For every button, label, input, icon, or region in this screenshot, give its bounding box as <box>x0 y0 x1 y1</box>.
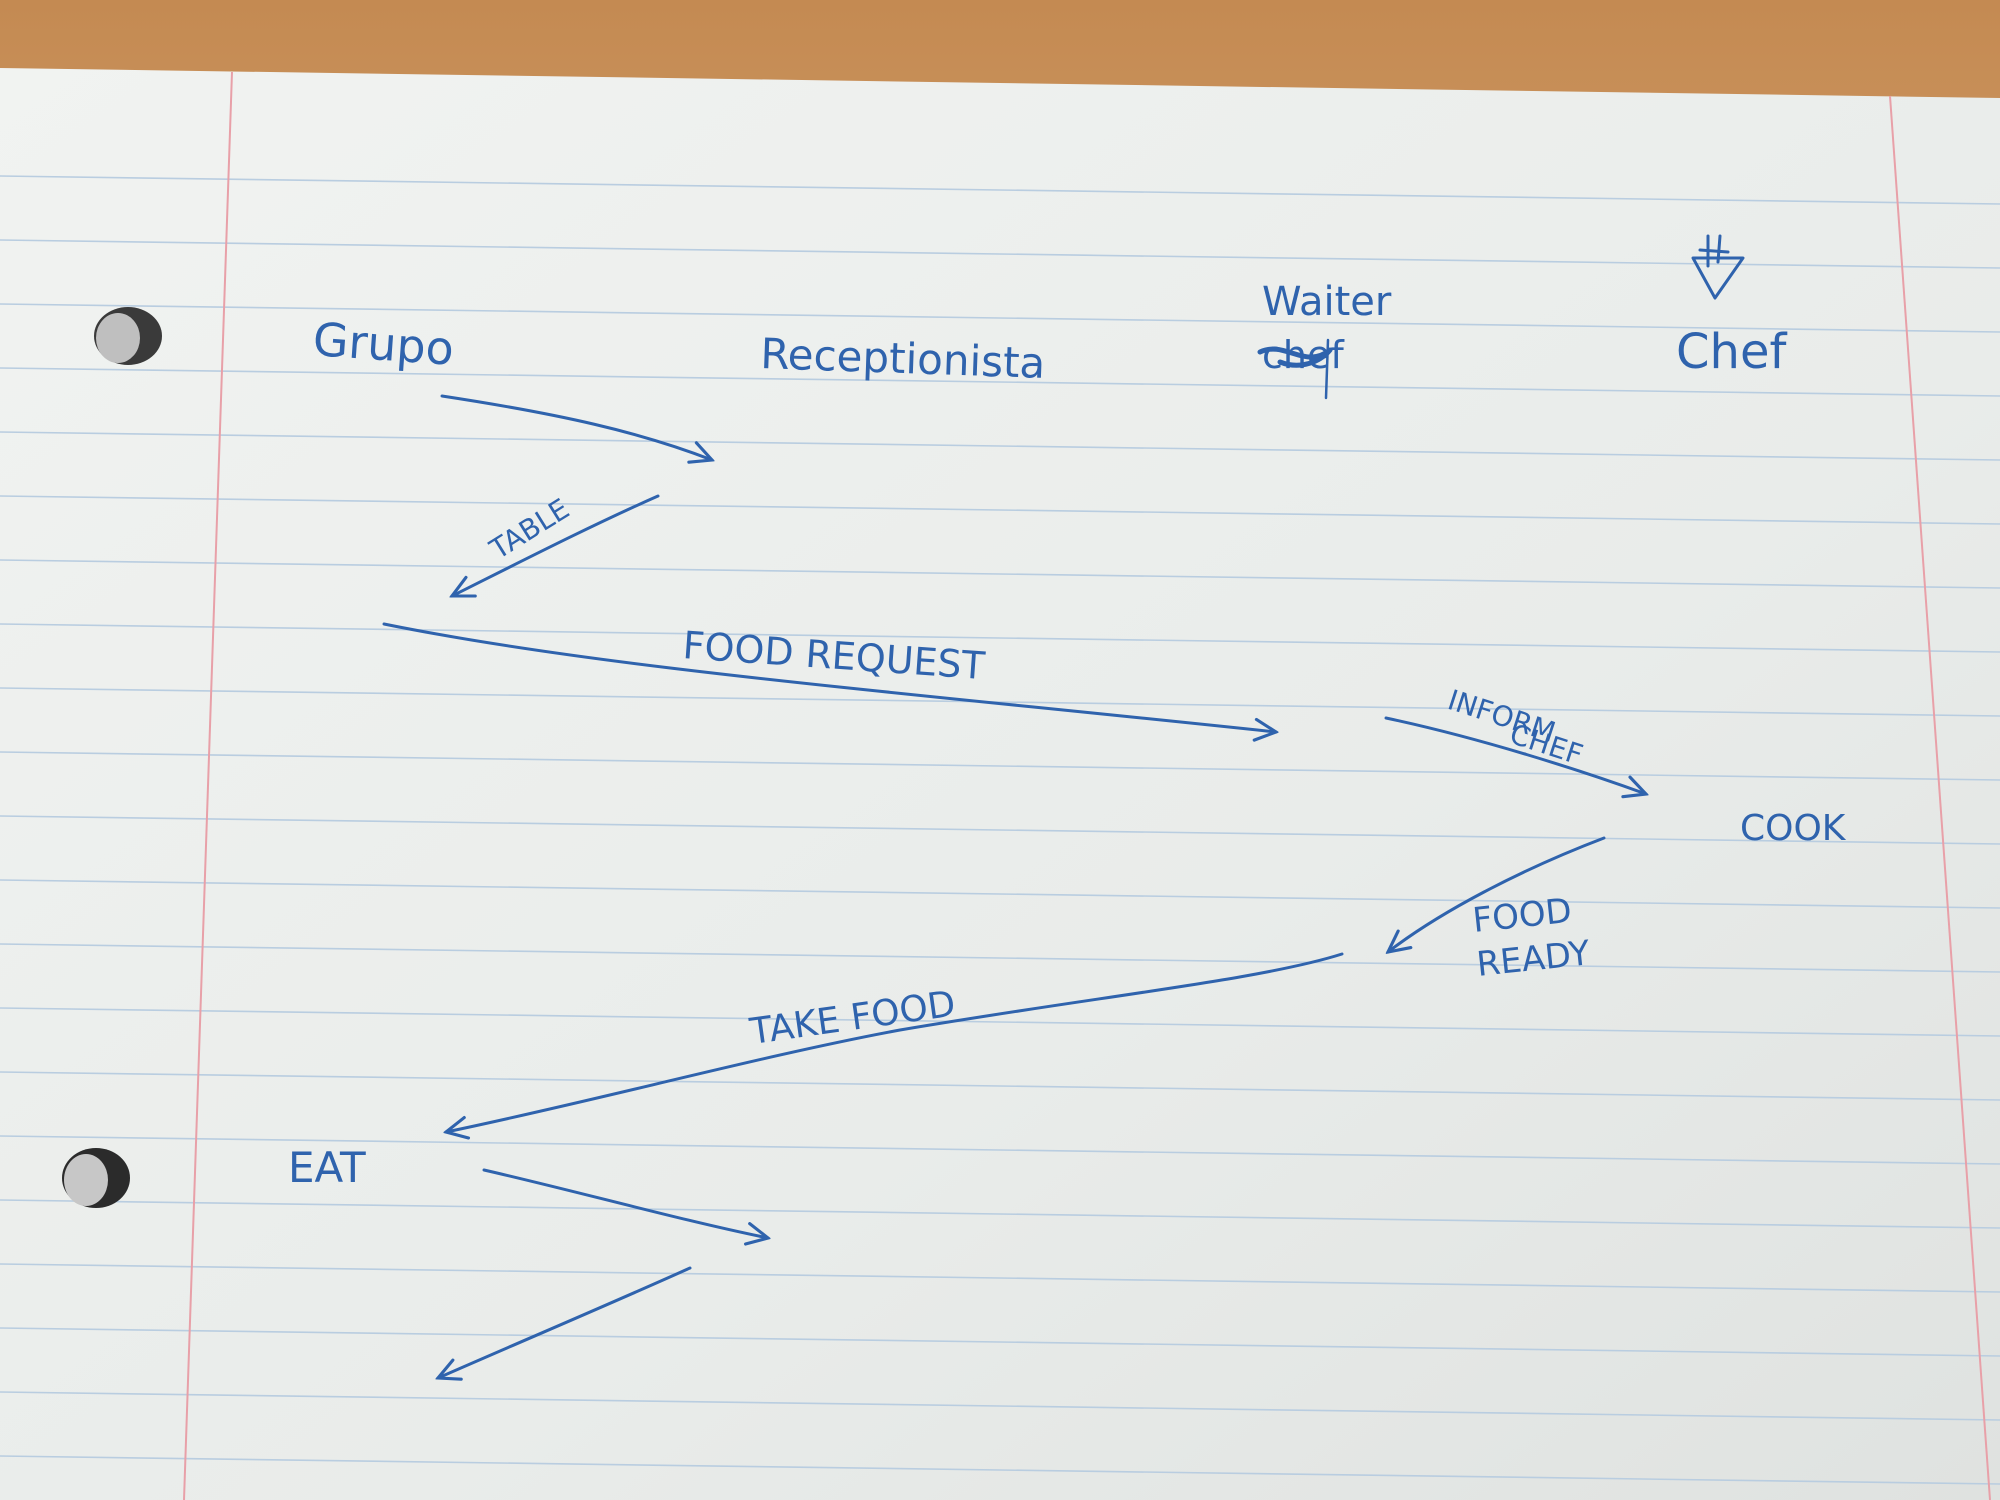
ruled-line <box>0 495 2000 525</box>
ruled-line <box>0 175 2000 205</box>
punch-hole-bottom <box>62 1148 130 1208</box>
ruled-line <box>0 815 2000 845</box>
crossed-out-label: chef <box>1257 333 1345 400</box>
label-cook: COOK <box>1740 808 1847 849</box>
ruled-line <box>0 1327 2000 1357</box>
ruled-line <box>0 751 2000 781</box>
participant-group: Grupo <box>311 312 455 376</box>
ruled-line <box>0 1199 2000 1229</box>
chef-hat-icon <box>1691 234 1745 300</box>
ruled-line <box>0 559 2000 589</box>
ruled-line <box>0 303 2000 333</box>
ruled-line <box>0 687 2000 717</box>
ruled-line <box>0 1135 2000 1165</box>
right-margin-line <box>1889 95 1991 1500</box>
arrow-table <box>452 494 660 596</box>
left-margin-line <box>183 71 233 1500</box>
arrow-group-to-receptionist <box>440 394 712 460</box>
arrow-receptionist-to-group-2 <box>438 1266 692 1378</box>
ruled-line <box>0 431 2000 461</box>
punch-hole-top <box>94 307 162 365</box>
arrow-take-food <box>446 952 1344 1132</box>
ruled-line <box>0 623 2000 653</box>
ruled-lines <box>0 175 2000 1485</box>
ruled-line <box>0 1007 2000 1037</box>
ruled-line <box>0 1263 2000 1293</box>
ruled-line <box>0 1455 2000 1485</box>
ruled-line <box>0 239 2000 269</box>
ruled-line <box>0 943 2000 973</box>
label-eat: EAT <box>288 1143 366 1192</box>
paper-sheet <box>0 68 2000 1500</box>
participant-receptionist: Receptionista <box>760 329 1046 388</box>
ruled-line <box>0 879 2000 909</box>
arrow-food-ready <box>1388 836 1606 952</box>
arrow-group-to-receptionist-2 <box>482 1168 768 1238</box>
arrow-inform-chef <box>1384 716 1646 794</box>
participant-chef: Chef <box>1676 324 1787 380</box>
arrow-food-request <box>382 622 1276 732</box>
ruled-line <box>0 1071 2000 1101</box>
ruled-line <box>0 367 2000 397</box>
participant-waiter: Waiter <box>1262 279 1392 325</box>
ruled-line <box>0 1391 2000 1421</box>
